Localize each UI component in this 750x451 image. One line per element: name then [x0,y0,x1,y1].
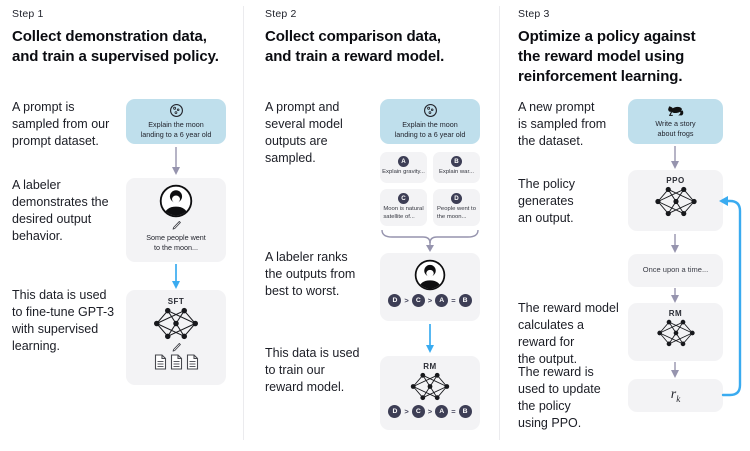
labeler-avatar-icon [159,184,193,218]
step1-caption-labeler: A labeler demonstrates the desired outpu… [12,178,109,244]
rank-chip: B [458,405,472,418]
step1-demo-text: Some people went to the moon... [146,233,206,252]
ppo-label: PPO [666,176,685,185]
step1-label: Step 1 [12,8,44,20]
rank-chip: C [411,294,425,307]
step3-caption-reward-update: The reward is used to update the policy … [518,365,601,431]
rank-op: > [404,407,409,416]
arrow-down-icon [172,147,180,175]
frog-icon [667,106,683,116]
reward-symbol: rk [670,387,681,404]
step2-prompt-box: Explain the moon landing to a 6 year old [380,99,480,144]
step3-caption-reward-calc: The reward model calculates a reward for… [518,301,619,367]
rank-chip: C [411,405,425,418]
step3-reward-box: rk [628,379,723,412]
output-d-chip: D [451,193,462,204]
step2-caption-train: This data is used to train our reward mo… [265,346,360,395]
output-d-text: People went to the moon... [437,206,476,220]
step3-caption-new-prompt: A new prompt is sampled from the dataset… [518,100,607,149]
step2-rm-box: RM D > C > A = B [380,356,480,430]
step1-prompt-text: Explain the moon landing to a 6 year old [140,120,212,139]
rank-chip: D [388,294,402,307]
moon-icon [423,104,437,118]
labeler-avatar-icon [414,259,446,291]
output-c-text: Moon is natural satellite of... [383,206,424,220]
step2-labeler-box: D > C > A = B [380,253,480,321]
arrow-down-icon [671,288,679,303]
neural-network-icon [654,186,697,217]
arrow-down-blue-icon [172,264,180,289]
step1-prompt-box: Explain the moon landing to a 6 year old [126,99,226,144]
rank-chip: B [458,294,472,307]
step3-output-text: Once upon a time... [642,265,709,275]
step1-sft-box: SFT [126,290,226,385]
rank-op: > [404,296,409,305]
step3-prompt-text: Write a story about frogs [655,119,696,138]
output-b-chip: B [451,156,462,167]
column-divider [243,6,244,440]
step3-rm-box: RM [628,303,723,361]
pencil-icon [172,342,181,352]
arrow-down-icon [671,362,679,378]
step3-title: Optimize a policy against the reward mod… [518,28,696,86]
step1-title: Collect demonstration data, and train a … [12,28,219,66]
step2-label: Step 2 [265,8,297,20]
output-a-chip: A [398,156,409,167]
step2-caption-sampled: A prompt and several model outputs are s… [265,100,343,166]
rank-op: = [451,296,456,305]
step3-prompt-box: Write a story about frogs [628,99,723,144]
output-a: A Explain gravity... [380,152,427,183]
neural-network-icon [410,372,450,401]
pencil-icon [172,220,181,230]
step1-labeler-box: Some people went to the moon... [126,178,226,262]
rank-chip: A [435,405,449,418]
rank-op: = [451,407,456,416]
output-c-chip: C [398,193,409,204]
output-d: D People went to the moon... [433,189,480,226]
output-b-text: Explain war... [438,169,475,175]
brace-merge-arrow-icon [381,229,479,252]
step2-caption-ranks: A labeler ranks the outputs from best to… [265,250,356,299]
step3-label: Step 3 [518,8,550,20]
rank-op: > [427,407,433,416]
documents-icon [154,354,199,370]
output-c: C Moon is natural satellite of... [380,189,427,226]
step1-caption-prompt: A prompt is sampled from our prompt data… [12,100,110,149]
output-b: B Explain war... [433,152,480,183]
moon-icon [169,104,183,118]
column-divider [499,6,500,440]
step3-ppo-box: PPO [628,170,723,231]
arrow-down-icon [671,234,679,253]
step3-caption-policy: The policy generates an output. [518,177,575,226]
neural-network-icon [154,307,198,340]
ranking-row: D > C > A = B [388,405,472,418]
step2-title: Collect comparison data, and train a rew… [265,28,445,66]
neural-network-icon [656,319,695,347]
step2-prompt-text: Explain the moon landing to a 6 year old [394,120,466,139]
rank-chip: D [388,405,402,418]
rank-chip: A [435,294,449,307]
ranking-row: D > C > A = B [388,294,472,307]
rank-op: > [427,296,433,305]
rm-label: RM [668,309,683,318]
step1-caption-finetune: This data is used to fine-tune GPT-3 wit… [12,288,115,354]
rm-label: RM [423,362,437,371]
arrow-down-blue-icon [426,324,434,353]
output-a-text: Explain gravity... [382,169,425,175]
step3-output-box: Once upon a time... [628,254,723,287]
arrow-down-icon [671,146,679,169]
sft-label: SFT [167,297,185,306]
feedback-loop-arrow-icon [719,196,742,397]
